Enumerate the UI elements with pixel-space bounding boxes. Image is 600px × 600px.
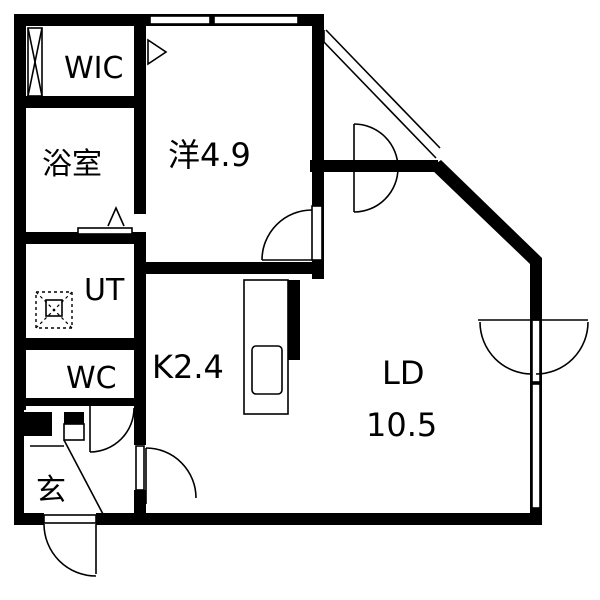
door-bedroom-ld-arc-1: [353, 123, 399, 169]
kitchen-counter: [243, 279, 289, 415]
room-label-wic: WIC: [64, 51, 123, 86]
wall-wc-entrance: [14, 398, 146, 406]
door-entrance-arc: [145, 447, 197, 499]
room-labels: WIC 浴室 洋4.9 UT WC K2.4 LD 10.5 玄: [36, 51, 437, 508]
room-label-ld-name: LD: [382, 354, 424, 392]
room-label-kitchen: K2.4: [152, 348, 224, 386]
room-label-western: 洋4.9: [168, 136, 251, 174]
wall-entrance-block: [24, 412, 52, 436]
wic-shelf-x2: [27, 27, 43, 97]
window-top-1: [149, 15, 211, 25]
wall-diagonal: [430, 160, 542, 272]
room-label-wc: WC: [66, 361, 117, 396]
door-wc-arc: [89, 407, 135, 453]
window-diagonal-line-1: [321, 39, 437, 159]
door-bath-sill: [77, 227, 133, 235]
door-main-arc: [43, 523, 97, 577]
fixtures: [27, 27, 289, 415]
washer-space: [35, 291, 73, 329]
door-bath-marker: [107, 206, 125, 227]
washer-space-x2: [35, 291, 73, 329]
doors: [30, 38, 589, 577]
window-diagonal-line-2: [325, 29, 441, 149]
wall-left-upper: [14, 14, 26, 410]
washer-drain: [45, 299, 63, 317]
window-right: [531, 383, 541, 509]
room-label-ut: UT: [84, 273, 125, 308]
wall-wc-left: [14, 338, 26, 408]
wall-left-lower: [14, 410, 24, 525]
kitchen-sink: [251, 345, 283, 395]
wall-bottom-left: [14, 513, 44, 525]
wall-bath-ut: [14, 232, 146, 244]
door-entrance-frame: [135, 445, 145, 491]
door-bedroom-frame: [311, 205, 323, 261]
entrance-step-diagonal: [63, 439, 105, 517]
wall-bedroom-ld: [310, 160, 438, 172]
wall-bedroom-bottom: [134, 262, 324, 274]
wall-center-bottom: [134, 490, 146, 525]
wall-wic-bath: [14, 96, 146, 108]
walls: [14, 14, 542, 525]
wall-center-upper: [134, 14, 146, 214]
entrance-shoe-box: [63, 423, 85, 441]
door-bedroom-arc: [261, 209, 313, 261]
room-label-ld-size: 10.5: [366, 406, 437, 444]
window-top-2: [213, 15, 299, 25]
door-right-frame: [531, 319, 541, 383]
door-bedroom-ld-arc-2: [353, 167, 399, 213]
door-wic-marker: [147, 38, 168, 66]
room-label-entrance: 玄: [36, 473, 66, 508]
door-main-frame: [43, 514, 97, 524]
wall-entrance-stub: [64, 412, 84, 424]
wall-bottom: [96, 513, 542, 525]
wall-ut-wc: [14, 338, 146, 350]
windows: [149, 15, 541, 509]
wall-kitchen-partition: [288, 280, 300, 360]
door-right-arc-2: [535, 321, 589, 375]
door-right-arc-1: [479, 321, 533, 375]
room-label-bath: 浴室: [42, 147, 102, 182]
wic-shelf: [27, 27, 43, 97]
